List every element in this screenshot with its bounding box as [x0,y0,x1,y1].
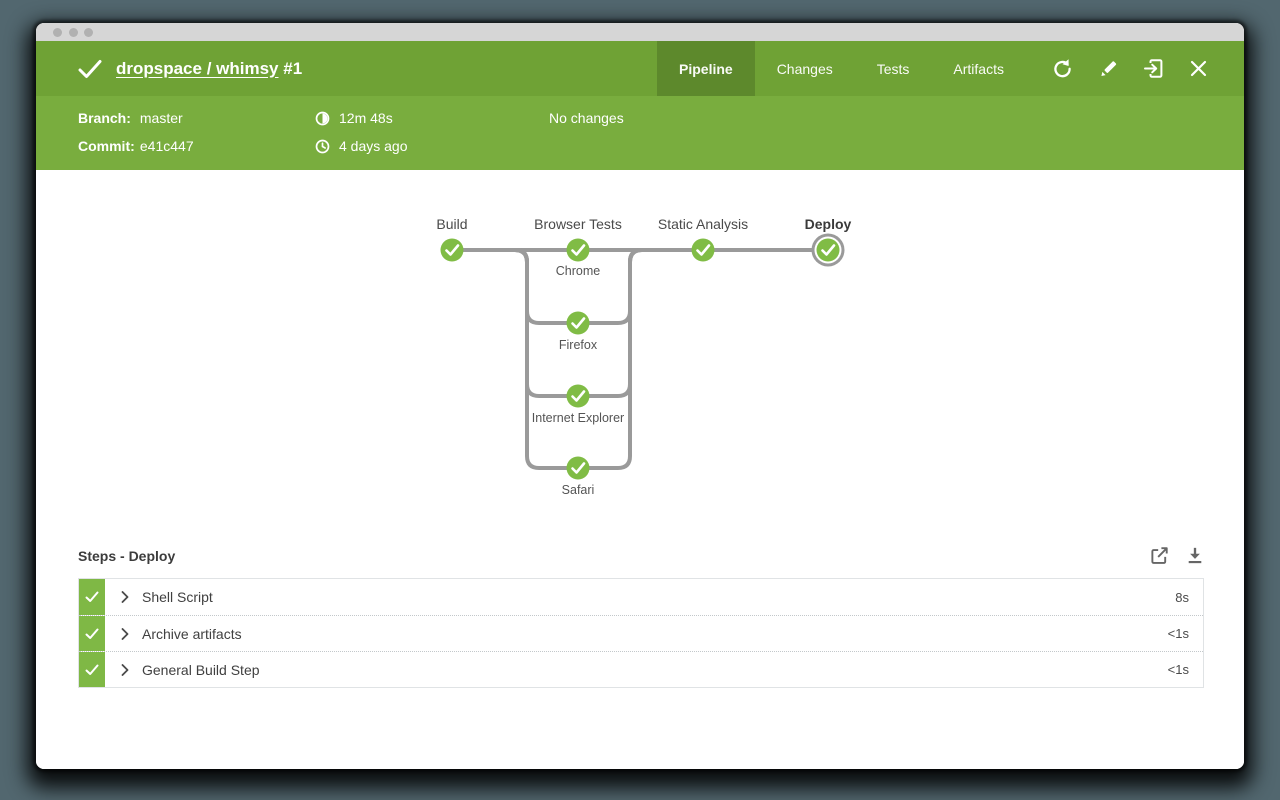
tab-pipeline[interactable]: Pipeline [657,41,755,96]
step-row-shell-script[interactable]: Shell Script 8s [79,579,1203,615]
pipeline-node-deploy-selected[interactable] [811,233,845,267]
pipeline-node-static-analysis[interactable] [691,238,715,262]
window-control-dot [68,27,78,37]
step-success-icon [79,579,105,615]
rerun-icon[interactable] [1052,58,1073,79]
branch-label-firefox: Firefox [559,338,598,352]
run-number: #1 [283,58,303,78]
pipeline-node-firefox[interactable] [566,311,590,335]
changes-info: No changes [549,110,624,126]
pipeline-view: Build Browser Tests Static Analysis Depl… [36,170,1244,769]
clock-icon [315,139,330,153]
step-name: Archive artifacts [142,625,242,642]
stage-label-deploy: Deploy [805,216,852,232]
branch-label-safari: Safari [562,483,595,497]
stage-label-build: Build [436,216,467,232]
run-title: dropspace / whimsy #1 [36,41,302,96]
tab-tests[interactable]: Tests [876,60,910,77]
pipeline-node-internet-explorer[interactable] [566,384,590,408]
branch-value: master [139,110,183,126]
steps-title: Steps - Deploy [78,547,176,564]
step-duration: 8s [1175,589,1189,605]
step-name: Shell Script [142,589,213,605]
step-duration: <1s [1167,626,1189,641]
app-window: dropspace / whimsy #1 Pipeline Changes T… [36,23,1244,769]
pipeline-node-chrome[interactable] [566,238,590,262]
run-header-bar: dropspace / whimsy #1 Pipeline Changes T… [36,41,1244,96]
open-log-external-icon[interactable] [1150,546,1169,565]
run-actions [1026,41,1244,96]
commit-value: e41c447 [139,138,194,154]
step-row-general-build-step[interactable]: General Build Step <1s [79,651,1203,687]
steps-table: Shell Script 8s Archive artifacts <1s [78,578,1204,688]
stage-label-browser-tests: Browser Tests [534,216,622,232]
pipeline-graph: Build Browser Tests Static Analysis Depl… [436,216,852,497]
step-success-icon [79,616,105,651]
branch-label: Branch: [78,110,131,126]
duration-value: 12m 48s [339,110,393,126]
window-control-dot [84,27,93,37]
expand-chevron-icon[interactable] [121,663,129,676]
edit-pipeline-icon[interactable] [1098,59,1118,79]
branch-label-internet-explorer: Internet Explorer [532,411,624,425]
run-title-link[interactable]: dropspace / whimsy [116,58,279,78]
window-titlebar [36,23,1244,41]
run-info-bar: Branch: master 12m 48s No changes Commit… [36,96,1244,170]
branch-label-chrome: Chrome [556,264,601,278]
branch-info: Branch: master [78,110,315,126]
expand-chevron-icon[interactable] [121,627,129,640]
exit-to-classic-icon[interactable] [1143,58,1164,79]
step-duration: <1s [1167,662,1189,677]
pipeline-node-build[interactable] [440,238,464,262]
close-icon[interactable] [1189,59,1208,78]
download-log-icon[interactable] [1186,546,1204,565]
pipeline-node-safari[interactable] [566,456,590,480]
step-row-archive-artifacts[interactable]: Archive artifacts <1s [79,615,1203,651]
step-success-icon [79,652,105,687]
duration-info: 12m 48s [315,110,549,126]
finished-info: 4 days ago [315,138,549,154]
commit-info: Commit: e41c447 [78,138,315,154]
tab-changes[interactable]: Changes [776,60,833,77]
duration-icon [315,111,330,125]
steps-panel: Steps - Deploy [78,546,1204,688]
success-check-icon [78,59,102,78]
expand-chevron-icon[interactable] [121,591,129,603]
window-control-dot [53,27,62,37]
tab-artifacts[interactable]: Artifacts [953,60,1004,77]
finished-value: 4 days ago [339,138,408,154]
commit-label: Commit: [78,138,135,154]
pipeline-edges [452,248,828,470]
step-name: General Build Step [142,661,260,678]
run-tabs: Pipeline Changes Tests Artifacts [657,41,1026,96]
stage-label-static-analysis: Static Analysis [658,216,748,232]
